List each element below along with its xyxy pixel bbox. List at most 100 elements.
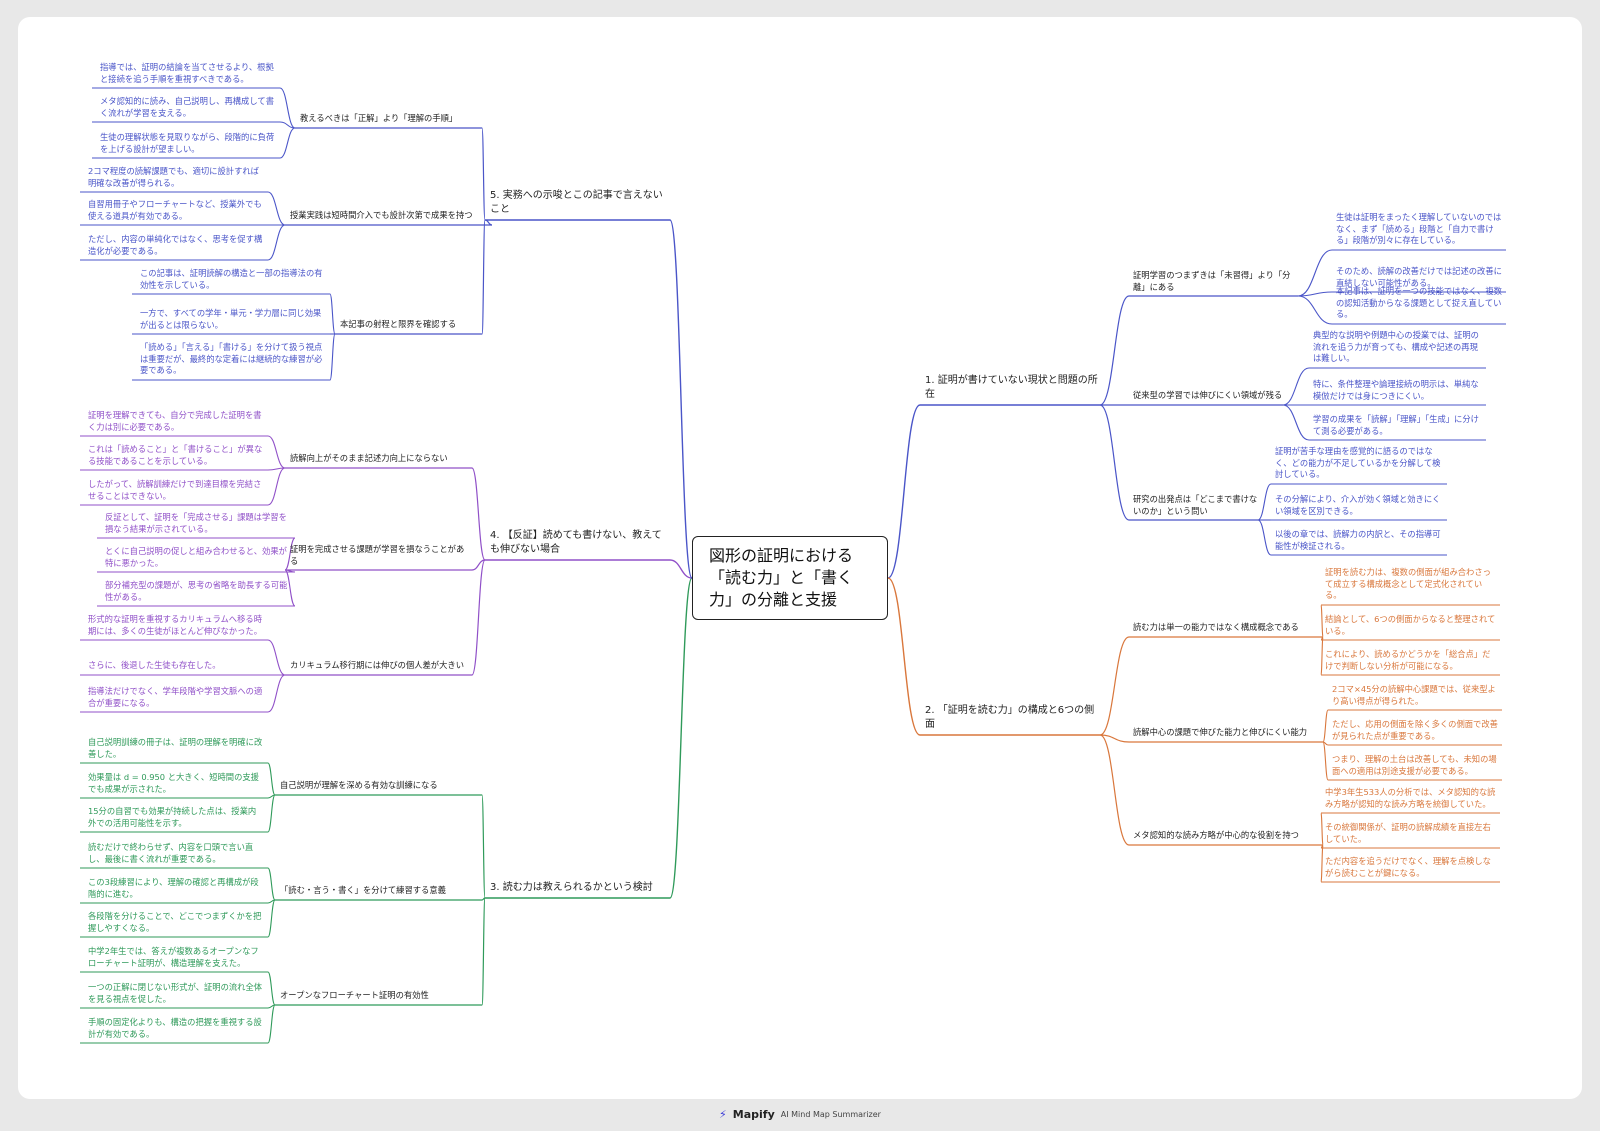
branch-b2[interactable]: 2. 「証明を読む力」の構成と6つの側面	[925, 704, 1100, 732]
link-b2-sub2	[1099, 734, 1130, 846]
leaf-b1-0-0[interactable]: 生徒は証明をまったく理解していないのではなく、まず「読める」段階と「自力で書ける…	[1336, 212, 1502, 247]
branch-b5[interactable]: 5. 実務への示唆とこの記事で言えないこと	[490, 189, 670, 217]
leaf-b4-1-2[interactable]: 部分補充型の課題が、思考の省略を助長する可能性がある。	[105, 580, 291, 603]
leaf-b2-0-2[interactable]: これにより、読めるかどうかを「総合点」だけで判断しない分析が可能になる。	[1325, 649, 1496, 672]
branch-b1[interactable]: 1. 証明が書けていない現状と問題の所在	[925, 374, 1100, 402]
leaf-b5-1-2[interactable]: ただし、内容の単純化ではなく、思考を促す構造化が必要である。	[88, 234, 264, 257]
leaf-b2-1-1[interactable]: ただし、応用の側面を除く多くの側面で改善が見られた点が重要である。	[1332, 719, 1498, 742]
leaf-b2-1-0[interactable]: 2コマ×45分の読解中心課題では、従来型より高い得点が得られた。	[1332, 684, 1498, 707]
link-b3-sub2-leaf2	[267, 1004, 276, 1044]
branch-b3[interactable]: 3. 読む力は教えられるかという検討	[490, 881, 670, 895]
leaf-b1-1-2-text: 学習の成果を「読解」「理解」「生成」に分けて測る必要がある。	[1313, 414, 1479, 436]
leaf-b1-0-2[interactable]: 本記事は、証明を一つの技能ではなく、複数の認知活動からなる課題として捉え直してい…	[1336, 286, 1502, 321]
subtopic-b5-2[interactable]: 本記事の射程と限界を確認する	[340, 319, 480, 331]
subtopic-b3-2[interactable]: オープンなフローチャート証明の有効性	[280, 990, 480, 1002]
subtopic-b2-2[interactable]: メタ認知的な読み方略が中心的な役割を持つ	[1133, 830, 1323, 842]
subtopic-b3-1[interactable]: 「読む・言う・書く」を分けて練習する意義	[280, 885, 480, 897]
subtopic-b1-1[interactable]: 従来型の学習では伸びにくい領域が残る	[1133, 390, 1283, 402]
link-b2-sub0-leaf0	[1320, 604, 1324, 638]
subtopic-b1-2[interactable]: 研究の出発点は「どこまで書けないのか」という問い	[1133, 494, 1258, 517]
leaf-b2-1-2-text: つまり、理解の土台は改善しても、未知の場面への適用は別途支援が必要である。	[1332, 754, 1497, 776]
subtopic-b1-0[interactable]: 証明学習のつまずきは「未習得」より「分離」にある	[1133, 270, 1298, 293]
subtopic-b5-0[interactable]: 教えるべきは「正解」より「理解の手順」	[300, 113, 480, 125]
link-b4-sub0	[471, 467, 486, 561]
branch-b4[interactable]: 4. 【反証】読めても書けない、教えても伸びない場合	[490, 529, 670, 557]
leaf-b1-0-1-text: そのため、読解の改善だけでは記述の改善に直結しない可能性がある。	[1336, 266, 1502, 288]
link-b3-sub1-leaf2	[267, 899, 276, 938]
leaf-b5-2-2[interactable]: 「読める」「言える」「書ける」を分けて扱う視点は重要だが、最終的な定着には継続的…	[140, 342, 326, 377]
link-b3-sub0-leaf0	[267, 762, 276, 796]
leaf-b5-0-0[interactable]: 指導では、証明の結論を当てさせるより、根拠と接続を追う手順を重視すべきである。	[100, 62, 276, 85]
leaf-b2-0-1[interactable]: 結論として、6つの側面からなると整理されている。	[1325, 614, 1496, 637]
subtopic-b5-0-text: 教えるべきは「正解」より「理解の手順」	[300, 113, 458, 123]
subtopic-b4-1[interactable]: 証明を完成させる課題が学習を損なうことがある	[290, 544, 470, 567]
leaf-b1-1-1[interactable]: 特に、条件整理や論理接続の明示は、単純な模倣だけでは身につきにくい。	[1313, 379, 1482, 402]
leaf-b1-1-1-text: 特に、条件整理や論理接続の明示は、単純な模倣だけでは身につきにくい。	[1313, 379, 1479, 401]
root-node[interactable]: 図形の証明における「読む力」と「書く力」の分離と支援	[692, 536, 888, 620]
link-b4-sub2-leaf2	[267, 674, 286, 713]
leaf-b2-0-0[interactable]: 証明を読む力は、複数の側面が組み合わさって成立する構成概念として定式化されている…	[1325, 567, 1496, 602]
leaf-b3-1-2[interactable]: 各段階を分けることで、どこでつまずくかを把握しやすくなる。	[88, 911, 264, 934]
leaf-b4-1-1[interactable]: とくに自己説明の促しと組み合わせると、効果が特に悪かった。	[105, 546, 291, 569]
leaf-b5-1-0[interactable]: 2コマ程度の読解課題でも、適切に設計すれば明確な改善が得られる。	[88, 166, 264, 189]
leaf-b5-0-1[interactable]: メタ認知的に読み、自己説明し、再構成して書く流れが学習を支える。	[100, 96, 276, 119]
leaf-b2-2-2[interactable]: ただ内容を追うだけでなく、理解を点検しながら読むことが鍵になる。	[1325, 856, 1496, 879]
leaf-b1-1-0[interactable]: 典型的な説明や例題中心の授業では、証明の流れを追う力が育っても、構成や記述の再現…	[1313, 330, 1482, 365]
link-b1-sub0-leaf1	[1297, 291, 1333, 297]
leaf-b4-2-2[interactable]: 指導法だけでなく、学年段階や学習文脈への適合が重要になる。	[88, 686, 264, 709]
leaf-b4-1-0[interactable]: 反証として、証明を「完成させる」課題は学習を損なう結果が示されている。	[105, 512, 291, 535]
subtopic-b2-1[interactable]: 読解中心の課題で伸びた能力と伸びにくい能力	[1133, 727, 1323, 739]
leaf-b2-2-0[interactable]: 中学3年生533人の分析では、メタ認知的な読み方略が認知的な読み方略を統御してい…	[1325, 787, 1496, 810]
leaf-b4-2-0[interactable]: 形式的な証明を重視するカリキュラムへ移る時期には、多くの生徒がほとんど伸びなかっ…	[88, 614, 264, 637]
leaf-b2-1-2[interactable]: つまり、理解の土台は改善しても、未知の場面への適用は別途支援が必要である。	[1332, 754, 1498, 777]
subtopic-b5-1[interactable]: 授業実践は短時間介入でも設計次第で成果を持つ	[290, 210, 490, 222]
link-b1-sub1-leaf2	[1282, 404, 1310, 441]
subtopic-b3-0[interactable]: 自己説明が理解を深める有効な訓練になる	[280, 780, 480, 792]
link-b2-sub2-leaf2	[1320, 844, 1324, 883]
leaf-b4-0-2[interactable]: したがって、読解訓練だけで到達目標を完結させることはできない。	[88, 479, 264, 502]
leaf-b2-2-2-text: ただ内容を追うだけでなく、理解を点検しながら読むことが鍵になる。	[1325, 856, 1491, 878]
leaf-b3-0-0[interactable]: 自己説明訓練の冊子は、証明の理解を明確に改善した。	[88, 737, 264, 760]
leaf-b1-2-1[interactable]: その分解により、介入が効く領域と効きにくい領域を区別できる。	[1275, 494, 1443, 517]
subtopic-b2-0[interactable]: 読む力は単一の能力ではなく構成概念である	[1133, 622, 1323, 634]
leaf-b5-2-0[interactable]: この記事は、証明読解の構造と一部の指導法の有効性を示している。	[140, 268, 326, 291]
leaf-b5-1-1[interactable]: 自習用冊子やフローチャートなど、授業外でも使える道具が有効である。	[88, 199, 264, 222]
leaf-b3-1-1[interactable]: この3段練習により、理解の確認と再構成が段階的に進む。	[88, 877, 264, 900]
leaf-b2-2-1[interactable]: その統御関係が、証明の読解成績を直接左右していた。	[1325, 822, 1496, 845]
leaf-b3-2-1[interactable]: 一つの正解に閉じない形式が、証明の流れ全体を見る視点を促した。	[88, 982, 264, 1005]
link-b1-sub2	[1099, 404, 1130, 521]
leaf-b1-2-0-text: 証明が苦手な理由を感覚的に語るのではなく、どの能力が不足しているかを分解して検討…	[1275, 446, 1441, 479]
branch-b4-text: 4. 【反証】読めても書けない、教えても伸びない場合	[490, 530, 662, 555]
leaf-b3-0-2[interactable]: 15分の自習でも効果が持続した点は、授業内外での活用可能性を示す。	[88, 806, 264, 829]
leaf-b1-0-1[interactable]: そのため、読解の改善だけでは記述の改善に直結しない可能性がある。	[1336, 266, 1502, 289]
leaf-b5-0-2[interactable]: 生徒の理解状態を見取りながら、段階的に負荷を上げる設計が望ましい。	[100, 132, 276, 155]
leaf-b3-0-1[interactable]: 効果量は d = 0.950 と大きく、短時間の支援でも成果が示された。	[88, 772, 264, 795]
leaf-b5-0-0-text: 指導では、証明の結論を当てさせるより、根拠と接続を追う手順を重視すべきである。	[100, 62, 274, 84]
leaf-b1-2-2[interactable]: 以後の章では、読解力の内訳と、その指導可能性が検証される。	[1275, 529, 1443, 552]
subtopic-b1-1-text: 従来型の学習では伸びにくい領域が残る	[1133, 390, 1283, 400]
leaf-b3-2-0[interactable]: 中学2年生では、答えが複数あるオープンなフローチャート証明が、構造理解を支えた。	[88, 946, 264, 969]
link-b3-sub0-leaf2	[267, 794, 276, 833]
leaf-b1-2-0[interactable]: 証明が苦手な理由を感覚的に語るのではなく、どの能力が不足しているかを分解して検討…	[1275, 446, 1443, 481]
link-b5-sub1-leaf0	[267, 191, 286, 226]
link-b4-sub1-leaf2	[284, 569, 296, 607]
leaf-b3-2-2[interactable]: 手順の固定化よりも、構造の把握を重視する設計が有効である。	[88, 1017, 264, 1040]
leaf-b5-1-0-text: 2コマ程度の読解課題でも、適切に設計すれば明確な改善が得られる。	[88, 166, 259, 188]
leaf-b4-0-0[interactable]: 証明を理解できても、自分で完成した証明を書く力は別に必要である。	[88, 410, 264, 433]
leaf-b1-1-2[interactable]: 学習の成果を「読解」「理解」「生成」に分けて測る必要がある。	[1313, 414, 1482, 437]
link-b5-sub2-leaf2	[329, 333, 336, 381]
subtopic-b5-1-text: 授業実践は短時間介入でも設計次第で成果を持つ	[290, 210, 473, 220]
link-root-b2	[887, 577, 921, 736]
leaf-b4-0-1[interactable]: これは「読めること」と「書けること」が異なる技能であることを示している。	[88, 444, 264, 467]
link-b4-sub1-leaf0	[284, 537, 296, 571]
subtopic-b1-2-text: 研究の出発点は「どこまで書けないのか」という問い	[1133, 494, 1258, 516]
leaf-b3-1-0[interactable]: 読むだけで終わらせず、内容を口頭で言い直し、最後に書く流れが重要である。	[88, 842, 264, 865]
subtopic-b4-2[interactable]: カリキュラム移行期には伸びの個人差が大きい	[290, 660, 470, 672]
leaf-b5-2-1[interactable]: 一方で、すべての学年・単元・学力層に同じ効果が出るとは限らない。	[140, 308, 326, 331]
link-b3-sub2-leaf0	[267, 971, 276, 1006]
leaf-b2-1-0-text: 2コマ×45分の読解中心課題では、従来型より高い得点が得られた。	[1332, 684, 1496, 706]
subtopic-b4-0[interactable]: 読解向上がそのまま記述力向上にならない	[290, 453, 470, 465]
leaf-b4-2-1[interactable]: さらに、後退した生徒も存在した。	[88, 660, 264, 672]
leaf-b3-0-2-text: 15分の自習でも効果が持続した点は、授業内外での活用可能性を示す。	[88, 806, 257, 828]
